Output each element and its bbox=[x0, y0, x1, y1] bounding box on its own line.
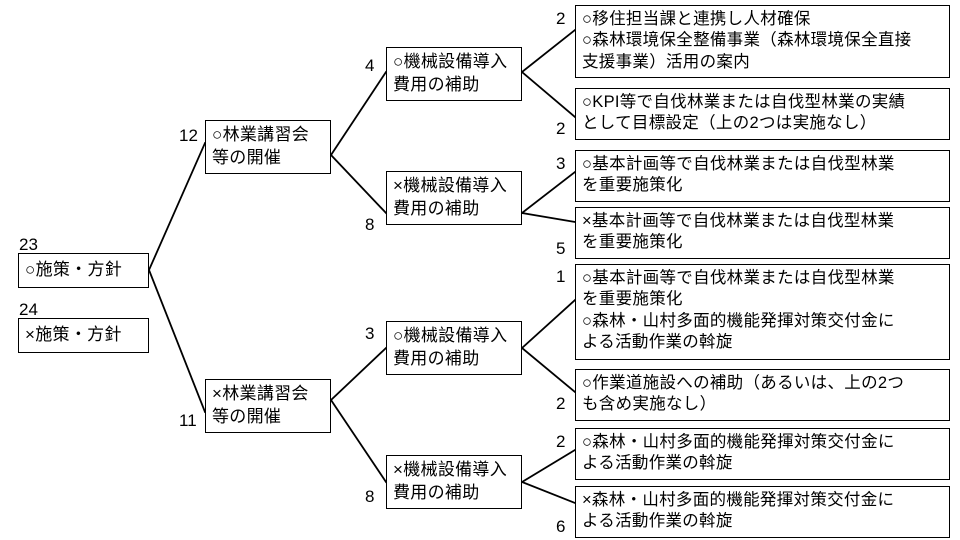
leaf-label: ○森林・山村多面的機能発揮対策交付金に よる活動作業の斡旋 bbox=[582, 433, 895, 473]
leaf-node-4[interactable]: ×基本計画等で自伐林業または自伐型林業 を重要施策化 bbox=[575, 207, 950, 259]
count-label-level2-1: 12 bbox=[179, 126, 198, 145]
leaf-node-6[interactable]: ○作業道施設への補助（あるいは、上の2つ も含め実施なし） bbox=[575, 369, 950, 421]
count-label-leaf-7: 2 bbox=[556, 432, 566, 451]
leaf-label: ×森林・山村多面的機能発揮対策交付金に よる活動作業の斡旋 bbox=[582, 491, 895, 531]
count-label-leaf-3: 3 bbox=[556, 154, 566, 173]
count-label-leaf-2: 2 bbox=[556, 119, 566, 138]
node-label: ×林業講習会 等の開催 bbox=[212, 384, 309, 426]
count-label-root-1: 23 bbox=[19, 235, 38, 254]
node-machinery-subsidy-no-upper[interactable]: ×機械設備導入 費用の補助 bbox=[386, 171, 522, 225]
leaf-node-3[interactable]: ○基本計画等で自伐林業または自伐型林業 を重要施策化 bbox=[575, 150, 950, 202]
count-label-level3-3: 3 bbox=[365, 324, 375, 343]
leaf-label: ○基本計画等で自伐林業または自伐型林業 を重要施策化 ○森林・山村多面的機能発揮… bbox=[582, 269, 895, 352]
leaf-label: ○移住担当課と連携し人材確保 ○森林環境保全整備事業（森林環境保全直接 支援事業… bbox=[582, 10, 912, 71]
leaf-node-7[interactable]: ○森林・山村多面的機能発揮対策交付金に よる活動作業の斡旋 bbox=[575, 428, 950, 480]
node-forestry-seminar-yes[interactable]: ○林業講習会 等の開催 bbox=[205, 120, 331, 174]
node-label: ○機械設備導入 費用の補助 bbox=[393, 52, 508, 94]
count-label-level3-1: 4 bbox=[365, 56, 375, 75]
count-label-level3-2: 8 bbox=[365, 215, 375, 234]
node-root-policy-yes[interactable]: ○施策・方針 bbox=[18, 253, 149, 288]
leaf-node-5[interactable]: ○基本計画等で自伐林業または自伐型林業 を重要施策化 ○森林・山村多面的機能発揮… bbox=[575, 264, 950, 360]
node-label: ×機械設備導入 費用の補助 bbox=[393, 176, 508, 218]
node-machinery-subsidy-no-lower[interactable]: ×機械設備導入 費用の補助 bbox=[386, 455, 522, 509]
count-label-level3-4: 8 bbox=[365, 487, 375, 506]
leaf-label: ×基本計画等で自伐林業または自伐型林業 を重要施策化 bbox=[582, 212, 895, 252]
count-label-leaf-8: 6 bbox=[556, 517, 566, 536]
node-label: ○機械設備導入 費用の補助 bbox=[393, 326, 508, 368]
count-label-leaf-5: 1 bbox=[556, 267, 566, 286]
node-label: ×施策・方針 bbox=[25, 324, 122, 344]
count-label-leaf-1: 2 bbox=[556, 9, 566, 28]
node-label: ○施策・方針 bbox=[25, 259, 123, 279]
node-root-policy-no[interactable]: ×施策・方針 bbox=[18, 318, 149, 353]
node-machinery-subsidy-yes-upper[interactable]: ○機械設備導入 費用の補助 bbox=[386, 47, 522, 101]
count-label-leaf-4: 5 bbox=[556, 239, 566, 258]
count-label-level2-2: 11 bbox=[179, 411, 197, 430]
count-label-root-2: 24 bbox=[19, 300, 38, 319]
node-label: ×機械設備導入 費用の補助 bbox=[393, 460, 508, 502]
leaf-label: ○KPI等で自伐林業または自伐型林業の実績 として目標設定（上の2つは実施なし） bbox=[582, 93, 906, 133]
node-forestry-seminar-no[interactable]: ×林業講習会 等の開催 bbox=[205, 379, 331, 433]
node-label: ○林業講習会 等の開催 bbox=[212, 125, 310, 167]
leaf-label: ○作業道施設への補助（あるいは、上の2つ も含め実施なし） bbox=[582, 374, 905, 414]
leaf-node-2[interactable]: ○KPI等で自伐林業または自伐型林業の実績 として目標設定（上の2つは実施なし） bbox=[575, 88, 950, 140]
leaf-node-8[interactable]: ×森林・山村多面的機能発揮対策交付金に よる活動作業の斡旋 bbox=[575, 486, 950, 538]
count-label-leaf-6: 2 bbox=[556, 394, 566, 413]
leaf-label: ○基本計画等で自伐林業または自伐型林業 を重要施策化 bbox=[582, 155, 895, 195]
node-machinery-subsidy-yes-lower[interactable]: ○機械設備導入 費用の補助 bbox=[386, 321, 522, 375]
leaf-node-1[interactable]: ○移住担当課と連携し人材確保 ○森林環境保全整備事業（森林環境保全直接 支援事業… bbox=[575, 5, 950, 78]
